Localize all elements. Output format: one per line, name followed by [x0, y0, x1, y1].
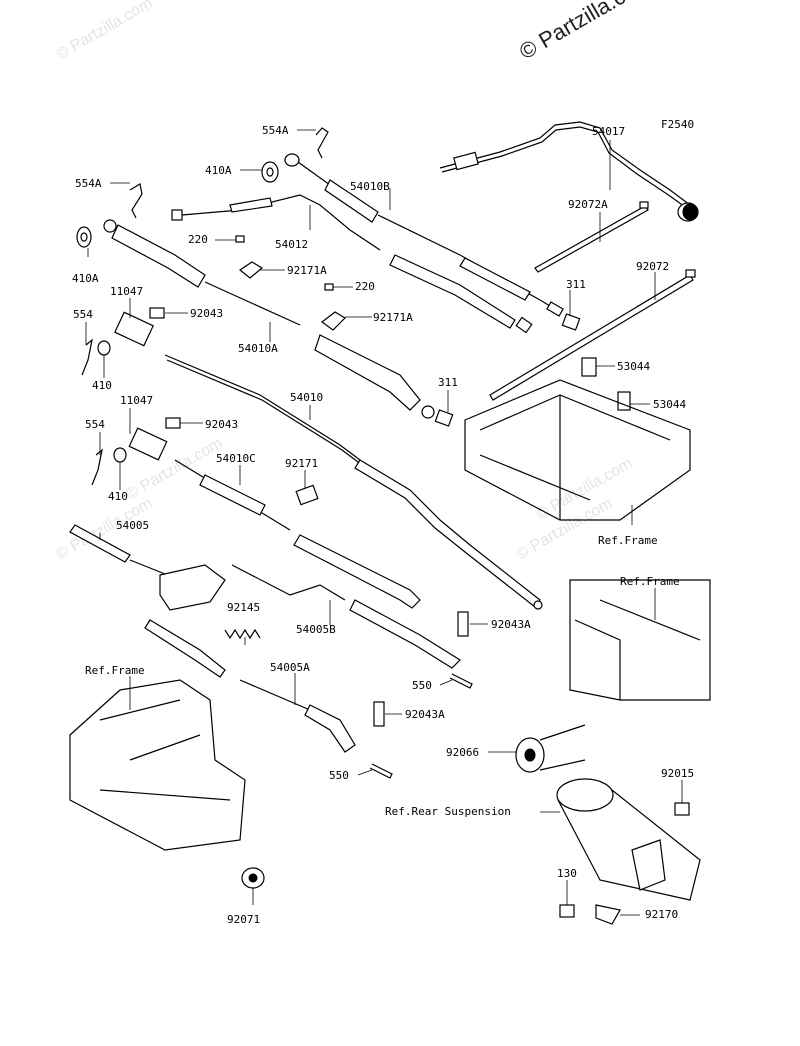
callout-410A-top: 410A: [205, 164, 232, 177]
callout-54017: 54017: [592, 125, 625, 138]
cable-54010B: [284, 153, 564, 317]
washer-410A-top: [261, 161, 279, 183]
callout-220-a: 220: [188, 233, 208, 246]
callout-92071: 92071: [227, 913, 260, 926]
callout-554-b: 554: [85, 418, 105, 431]
callout-92015: 92015: [661, 767, 694, 780]
spring-92145: [224, 628, 261, 640]
washer-410-b: [113, 447, 127, 463]
cable-54012: [171, 194, 533, 334]
callout-92072: 92072: [636, 260, 669, 273]
frame-right: [569, 579, 711, 701]
callout-311-b: 311: [438, 376, 458, 389]
nut-311-b: [434, 409, 454, 427]
callout-54005A: 54005A: [270, 661, 310, 674]
pin-92043-b: [165, 417, 181, 429]
bolt-130: [559, 904, 575, 918]
cable-54010A: [103, 219, 435, 419]
callout-92171A-b: 92171A: [373, 311, 413, 324]
rear-suspension-bracket: [556, 778, 701, 901]
callout-ref-rear-suspension: Ref.Rear Suspension: [385, 805, 511, 818]
callout-54005: 54005: [116, 519, 149, 532]
pin-92043A-a: [457, 611, 469, 637]
callout-ref-frame-a: Ref.Frame: [598, 534, 658, 547]
callout-92171: 92171: [285, 457, 318, 470]
callout-54010: 54010: [290, 391, 323, 404]
callout-554-a: 554: [73, 308, 93, 321]
clip-554A-top: [315, 127, 329, 159]
bracket-92171A-a: [238, 261, 264, 279]
callout-92043-b: 92043: [205, 418, 238, 431]
cable-54010C: [174, 459, 421, 609]
callout-11047-b: 11047: [120, 394, 153, 407]
callout-220-b: 220: [355, 280, 375, 293]
callout-92170: 92170: [645, 908, 678, 921]
clip-554A-left: [129, 183, 143, 219]
callout-92043-a: 92043: [190, 307, 223, 320]
cable-54005A: [144, 619, 356, 753]
callout-554A-top: 554A: [262, 124, 289, 137]
cable-54010: [164, 354, 543, 610]
callout-54012: 54012: [275, 238, 308, 251]
callout-ref-frame-b: Ref.Frame: [620, 575, 680, 588]
cotter-550-a: [449, 673, 473, 689]
callout-54010A: 54010A: [238, 342, 278, 355]
callout-92066: 92066: [446, 746, 479, 759]
callout-130: 130: [557, 867, 577, 880]
frame-upper: [464, 379, 691, 521]
callout-554A-left: 554A: [75, 177, 102, 190]
watermark-main: © Partzilla.com: [515, 0, 656, 64]
callout-550-a: 550: [412, 679, 432, 692]
callout-92043A-a: 92043A: [491, 618, 531, 631]
pin-92043-a: [149, 307, 165, 319]
callout-311-a: 311: [566, 278, 586, 291]
cable-54005B: [231, 564, 461, 669]
clip-554-b: [91, 448, 103, 486]
pin-92043A-b: [373, 701, 385, 727]
cotter-550-b: [369, 763, 393, 779]
nut-92015: [674, 802, 690, 816]
nut-311-a: [561, 313, 581, 331]
clip-554-a: [81, 338, 93, 376]
strap-92072A: [534, 201, 649, 273]
callout-ref-frame-c: Ref.Frame: [85, 664, 145, 677]
leader-lines: [85, 129, 683, 916]
callout-54010B: 54010B: [350, 180, 390, 193]
callout-92171A-a: 92171A: [287, 264, 327, 277]
callout-92043A-b: 92043A: [405, 708, 445, 721]
cable-54017: [439, 121, 699, 222]
bolt-220-b: [324, 283, 334, 291]
block-11047-a: [114, 311, 154, 347]
figure-code: F2540: [661, 118, 694, 131]
callout-92145: 92145: [227, 601, 260, 614]
callout-410A-left: 410A: [72, 272, 99, 285]
clamp-92171: [295, 484, 319, 506]
part-53044-a: [581, 357, 597, 377]
callout-550-b: 550: [329, 769, 349, 782]
callout-53044-b: 53044: [653, 398, 686, 411]
callout-53044-a: 53044: [617, 360, 650, 373]
callout-410-b: 410: [108, 490, 128, 503]
callout-92072A: 92072A: [568, 198, 608, 211]
part-53044-b: [617, 391, 631, 411]
cable-54005: [69, 524, 226, 611]
callout-410-a: 410: [92, 379, 112, 392]
washer-410-a: [97, 340, 111, 356]
pin-92170: [595, 904, 621, 925]
watermark-faint-1: © Partzilla.com: [54, 0, 156, 63]
bolt-220-a: [235, 235, 245, 243]
bracket-92171A-b: [320, 311, 346, 331]
callout-54010C: 54010C: [216, 452, 256, 465]
callout-54005B: 54005B: [296, 623, 336, 636]
frame-lower-left: [69, 679, 246, 851]
washer-410A-left: [76, 226, 92, 248]
strap-92072: [489, 269, 696, 401]
callout-11047-a: 11047: [110, 285, 143, 298]
block-11047-b: [128, 427, 168, 461]
bushing-92066: [515, 724, 586, 773]
